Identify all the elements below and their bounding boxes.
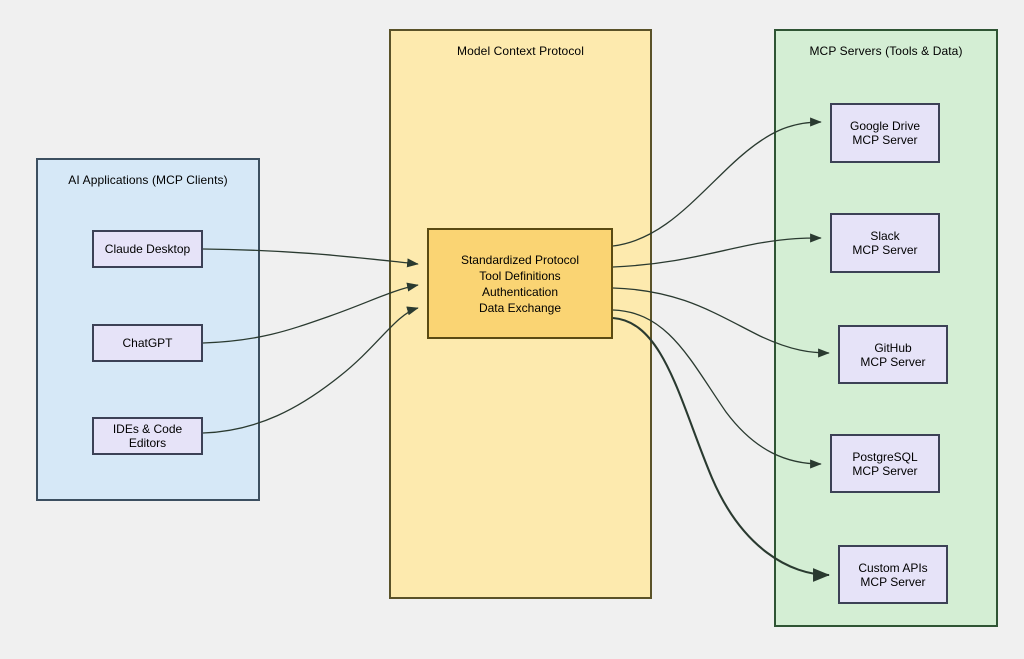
node-chatgpt[interactable]: ChatGPT: [92, 324, 203, 362]
node-github-mcp-server[interactable]: GitHub MCP Server: [838, 325, 948, 384]
node-google-drive-mcp-server[interactable]: Google Drive MCP Server: [830, 103, 940, 163]
node-ides-code-editors[interactable]: IDEs & Code Editors: [92, 417, 203, 455]
node-postgresql-mcp-server[interactable]: PostgreSQL MCP Server: [830, 434, 940, 493]
node-standardized-protocol[interactable]: Standardized Protocol Tool Definitions A…: [427, 228, 613, 339]
panel-mcp-servers-title: MCP Servers (Tools & Data): [809, 44, 963, 58]
node-claude-desktop[interactable]: Claude Desktop: [92, 230, 203, 268]
node-slack-mcp-server[interactable]: Slack MCP Server: [830, 213, 940, 273]
panel-ai-applications-title: AI Applications (MCP Clients): [68, 173, 228, 187]
node-custom-apis-mcp-server[interactable]: Custom APIs MCP Server: [838, 545, 948, 604]
panel-model-context-protocol-title: Model Context Protocol: [457, 44, 584, 58]
